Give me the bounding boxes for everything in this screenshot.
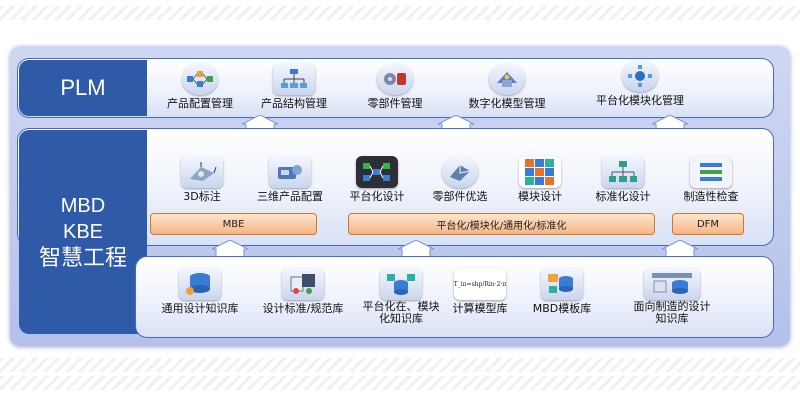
up-arrow-icon xyxy=(662,240,698,258)
3d-config-icon xyxy=(269,156,311,188)
knowledge-item-formula: T_in=shp/Rin·2·π 计算模型库 xyxy=(447,268,513,315)
plm-item-label: 产品结构管理 xyxy=(261,97,327,110)
standard-tree-icon xyxy=(602,156,644,188)
mbd-item-label: 零部件优选 xyxy=(432,190,488,203)
knowledge-item-platform: 平台化在、模块 化知识库 xyxy=(355,268,447,325)
plm-item-label: 数字化模型管理 xyxy=(468,97,546,110)
knowledge-item-label: MBD模板库 xyxy=(532,302,592,315)
mbd-item-manufacturability: 制造性检查 xyxy=(676,156,746,203)
plm-title: PLM xyxy=(60,75,106,100)
knowledge-item-manufacturing: 面向制造的设计 知识库 xyxy=(624,268,720,325)
mbd-item-label: 标准化设计 xyxy=(595,190,651,203)
mbd-title-line: KBE xyxy=(62,221,104,243)
manufacturing-knowledge-icon xyxy=(644,268,700,300)
mbd-item-label: 制造性检查 xyxy=(683,190,739,203)
plm-item-label: 产品配置管理 xyxy=(167,97,233,110)
3d-annotation-icon xyxy=(181,156,223,188)
plm-side-panel: PLM xyxy=(19,60,147,116)
knowledge-item-label: 通用设计知识库 xyxy=(161,302,239,315)
background-stripe xyxy=(0,6,800,20)
formula-text: T_in=shp/Rin·2·π xyxy=(453,280,507,288)
knowledge-item-label: 平台化在、模块 化知识库 xyxy=(363,301,440,325)
mbd-item-label: 三维产品配置 xyxy=(257,190,323,203)
platform-standardization-bar: 平台化/模块化/通用化/标准化 xyxy=(348,213,655,235)
knowledge-item-general: 通用设计知识库 xyxy=(158,268,242,315)
mbd-item-parts-selection: 零部件优选 xyxy=(425,156,495,203)
mbd-item-label: 平台化设计 xyxy=(349,190,405,203)
mbd-item-3d-annotation: 3D标注 xyxy=(170,156,234,203)
process-flow-icon xyxy=(182,63,218,95)
knowledge-item-label-line: 化知识库 xyxy=(379,312,423,325)
plm-item-label: 平台化模块化管理 xyxy=(596,94,684,107)
knowledge-item-design-standard: 设计标准/规范库 xyxy=(258,268,348,315)
dfm-bar: DFM xyxy=(672,213,744,235)
mbe-bar: MBE xyxy=(150,213,317,235)
mbd-item-3d-config: 三维产品配置 xyxy=(250,156,330,203)
mbd-item-module-design: 模块设计 xyxy=(508,156,572,203)
digital-model-icon xyxy=(489,63,525,95)
mbd-item-label: 模块设计 xyxy=(518,190,562,203)
mbd-title-line: MBD xyxy=(60,195,106,217)
manufacturability-icon xyxy=(690,156,732,188)
knowledge-item-label-line: 知识库 xyxy=(655,312,689,325)
background-stripe xyxy=(0,376,800,390)
plm-item-digital-model: 数字化模型管理 xyxy=(462,63,552,110)
parts-icon xyxy=(377,63,413,95)
platform-module-icon xyxy=(622,60,658,92)
plm-item-config: 产品配置管理 xyxy=(165,63,235,110)
platform-design-icon xyxy=(356,156,398,188)
knowledge-item-label: 计算模型库 xyxy=(452,302,508,315)
plm-item-structure: 产品结构管理 xyxy=(254,63,334,110)
design-standard-icon xyxy=(282,268,324,300)
module-grid-icon xyxy=(519,156,561,188)
knowledge-item-label: 面向制造的设计 知识库 xyxy=(634,301,711,325)
up-arrow-icon xyxy=(398,240,434,258)
parts-selection-icon xyxy=(442,156,478,188)
plm-item-platform-module: 平台化模块化管理 xyxy=(588,60,692,107)
mbd-side-panel: MBD KBE 智慧工程 xyxy=(19,130,147,334)
knowledge-item-label-line: 面向制造的设计 xyxy=(633,300,711,313)
knowledge-item-mbd-template: MBD模板库 xyxy=(525,268,599,315)
mbd-item-label: 3D标注 xyxy=(183,190,221,203)
formula-icon: T_in=shp/Rin·2·π xyxy=(454,268,506,300)
background-stripe xyxy=(0,358,800,372)
structure-tree-icon xyxy=(273,63,315,95)
platform-knowledge-icon xyxy=(380,268,422,300)
plm-item-label: 零部件管理 xyxy=(367,97,423,110)
mbd-item-platform-design: 平台化设计 xyxy=(342,156,412,203)
mbd-item-standard-design: 标准化设计 xyxy=(588,156,658,203)
knowledge-item-label: 设计标准/规范库 xyxy=(262,302,344,315)
mbd-template-icon xyxy=(541,268,583,300)
knowledge-item-label-line: 平台化在、模块 xyxy=(362,300,440,313)
mbd-title-line: 智慧工程 xyxy=(38,245,127,270)
up-arrow-icon xyxy=(212,240,248,258)
plm-item-parts: 零部件管理 xyxy=(360,63,430,110)
general-knowledge-icon xyxy=(179,268,221,300)
